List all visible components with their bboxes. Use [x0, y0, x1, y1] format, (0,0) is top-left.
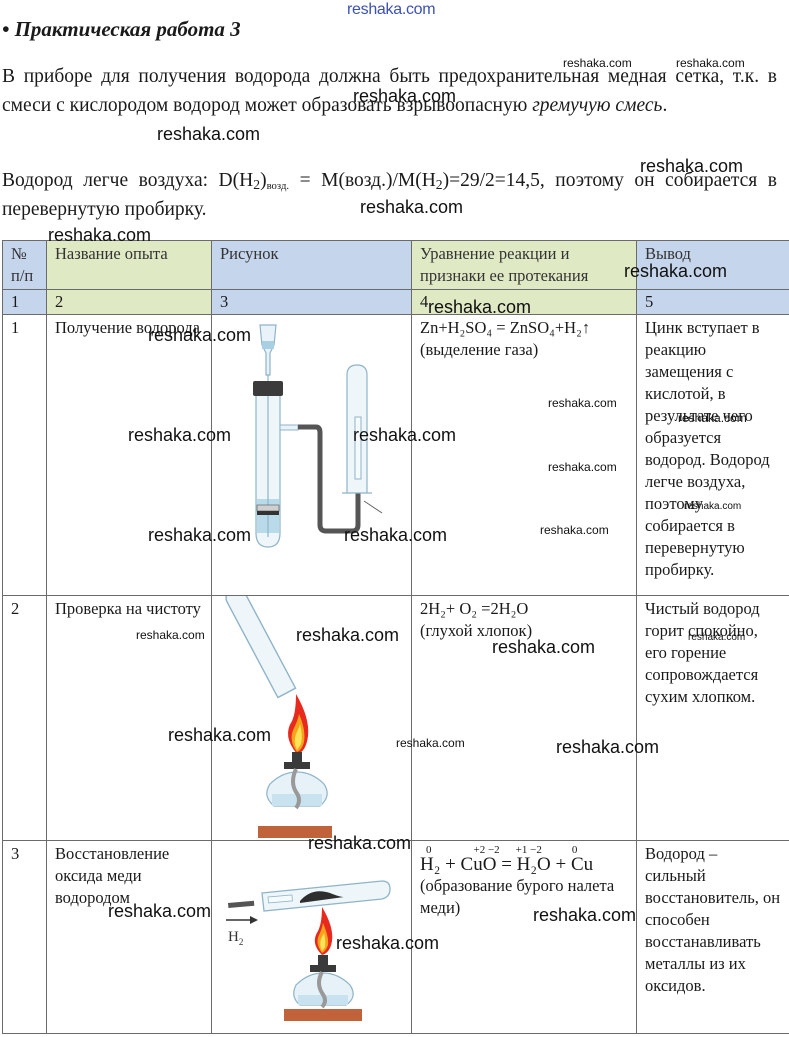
conclusion: Чистый водород горит спокойно, его горен… [636, 595, 789, 841]
test-tube-over-spirit-lamp-icon [225, 596, 332, 838]
watermark[interactable]: reshaka.com [492, 637, 596, 657]
conclusion: Водород – сильный восстановитель, он спо… [636, 840, 789, 1034]
experiment-name: Получение водорода [46, 314, 212, 596]
table-row: 3 Восстановление оксида меди водородом H… [2, 840, 789, 1034]
watermark[interactable]: reshaka.com [563, 56, 632, 70]
watermark[interactable]: reshaka.com [678, 411, 747, 425]
column-number: 4 [411, 289, 637, 315]
row-number: 1 [2, 314, 47, 596]
watermark[interactable]: reshaka.com [676, 56, 745, 70]
column-number: 5 [636, 289, 789, 315]
column-number-row: 1 2 3 4 5 [2, 289, 789, 315]
column-number: 3 [211, 289, 412, 315]
subscript: возд. [266, 180, 290, 192]
equation-cell: 2H₂+ O₂ =2H₂O (глухой хлопок) [411, 595, 637, 841]
watermark[interactable]: reshaka.com [353, 425, 457, 445]
paragraph-end: . [662, 95, 668, 116]
paragraph-text: В приборе для получения водорода должна … [2, 66, 777, 116]
watermark[interactable]: reshaka.com [308, 833, 412, 853]
watermark[interactable]: reshaka.com [688, 632, 746, 643]
text: ) [260, 170, 267, 191]
conclusion: Цинк вступает в реакцию замещения с кисл… [636, 314, 789, 596]
equation-cell: Zn+H₂SO₄ = ZnSO₄+H₂↑ (выделение газа) [411, 314, 637, 596]
h2-label: H2 [228, 929, 243, 947]
watermark[interactable]: reshaka.com [128, 425, 232, 445]
watermark[interactable]: reshaka.com [353, 86, 457, 106]
watermark[interactable]: reshaka.com [533, 905, 637, 925]
oxidation-state: +2 −2 [473, 844, 500, 856]
watermark[interactable]: reshaka.com [168, 725, 272, 745]
watermark[interactable]: reshaka.com [48, 225, 152, 245]
watermark[interactable]: reshaka.com [148, 325, 252, 345]
text: = M(возд.)/M(H [289, 170, 436, 191]
oxidation-states: 0 +2 −2 +1 −2 0 [420, 844, 628, 856]
text: Водород легче воздуха: D(H [2, 170, 254, 191]
text: )=29/2=14,5, поэтому он собирается в пер… [2, 170, 777, 220]
reaction-sign: (образование бурого налета меди) [420, 876, 615, 917]
table-row: 1 Получение водорода [2, 314, 789, 596]
watermark[interactable]: reshaka.com [148, 525, 252, 545]
row-number: 3 [2, 840, 47, 1034]
watermark[interactable]: reshaka.com [396, 736, 465, 750]
row-number: 2 [2, 595, 47, 841]
practical-work-table: № п/п Название опыта Рисунок Уравнение р… [2, 240, 789, 1034]
watermark[interactable]: reshaka.com [540, 523, 609, 537]
page-title: • Практическая работа 3 [2, 17, 241, 41]
header-experiment-name: Название опыта [46, 240, 212, 290]
experiment-name: Проверка на чистоту [46, 595, 212, 841]
watermark[interactable]: reshaka.com [624, 261, 728, 281]
watermark[interactable]: reshaka.com [360, 197, 464, 217]
watermark[interactable]: reshaka.com [344, 525, 448, 545]
watermark[interactable]: reshaka.com [108, 901, 212, 921]
header-conclusion: Вывод [636, 240, 789, 290]
watermark[interactable]: reshaka.com [640, 156, 744, 176]
watermark[interactable]: reshaka.com [136, 628, 205, 642]
paragraph-safety-mesh: В приборе для получения водорода должна … [2, 62, 777, 120]
hydrogen-generator-apparatus-icon [253, 324, 383, 548]
reaction-sign: (выделение газа) [420, 340, 539, 359]
header-number: № п/п [2, 240, 47, 290]
watermark[interactable]: reshaka.com [296, 625, 400, 645]
term-explosive-mixture: гремучую смесь [532, 95, 663, 116]
copper-oxide-reduction-setup-icon: H2 [226, 880, 391, 1021]
reaction-sign: (глухой хлопок) [420, 621, 533, 640]
watermark[interactable]: reshaka.com [548, 460, 617, 474]
figure-cell [211, 314, 412, 596]
oxidation-state: 0 [571, 844, 578, 856]
column-number: 2 [46, 289, 212, 315]
subscript: 2 [253, 177, 261, 192]
header-equation: Уравнение реакции и признаки ее протекан… [411, 240, 637, 290]
reaction-equation: H₂ + CuO = H₂O + Cu [420, 854, 594, 875]
watermark[interactable]: reshaka.com [556, 737, 660, 757]
paragraph-density: Водород легче воздуха: D(H2)возд. = M(во… [2, 166, 777, 224]
reaction-equation: Zn+H₂SO₄ = ZnSO₄+H₂↑ [420, 318, 591, 337]
table-header-row: № п/п Название опыта Рисунок Уравнение р… [2, 240, 789, 290]
oxidation-state: +1 −2 [515, 844, 542, 856]
column-number: 1 [2, 289, 47, 315]
header-figure: Рисунок [211, 240, 412, 290]
watermark[interactable]: reshaka.com [684, 501, 742, 512]
equation-cell: 0 +2 −2 +1 −2 0 H₂ + CuO = H₂O + Cu (обр… [411, 840, 637, 1034]
watermark[interactable]: reshaka.com [428, 297, 532, 317]
oxidation-state: 0 [426, 844, 432, 856]
experiment-name: Восстановление оксида меди водородом [46, 840, 212, 1034]
watermark[interactable]: reshaka.com [336, 933, 440, 953]
subscript: 2 [435, 177, 443, 192]
reaction-equation: 2H₂+ O₂ =2H₂O [420, 599, 529, 618]
figure-cell: H2 [211, 840, 412, 1034]
watermark[interactable]: reshaka.com [347, 1, 436, 18]
watermark[interactable]: reshaka.com [548, 396, 617, 410]
watermark[interactable]: reshaka.com [157, 124, 261, 144]
